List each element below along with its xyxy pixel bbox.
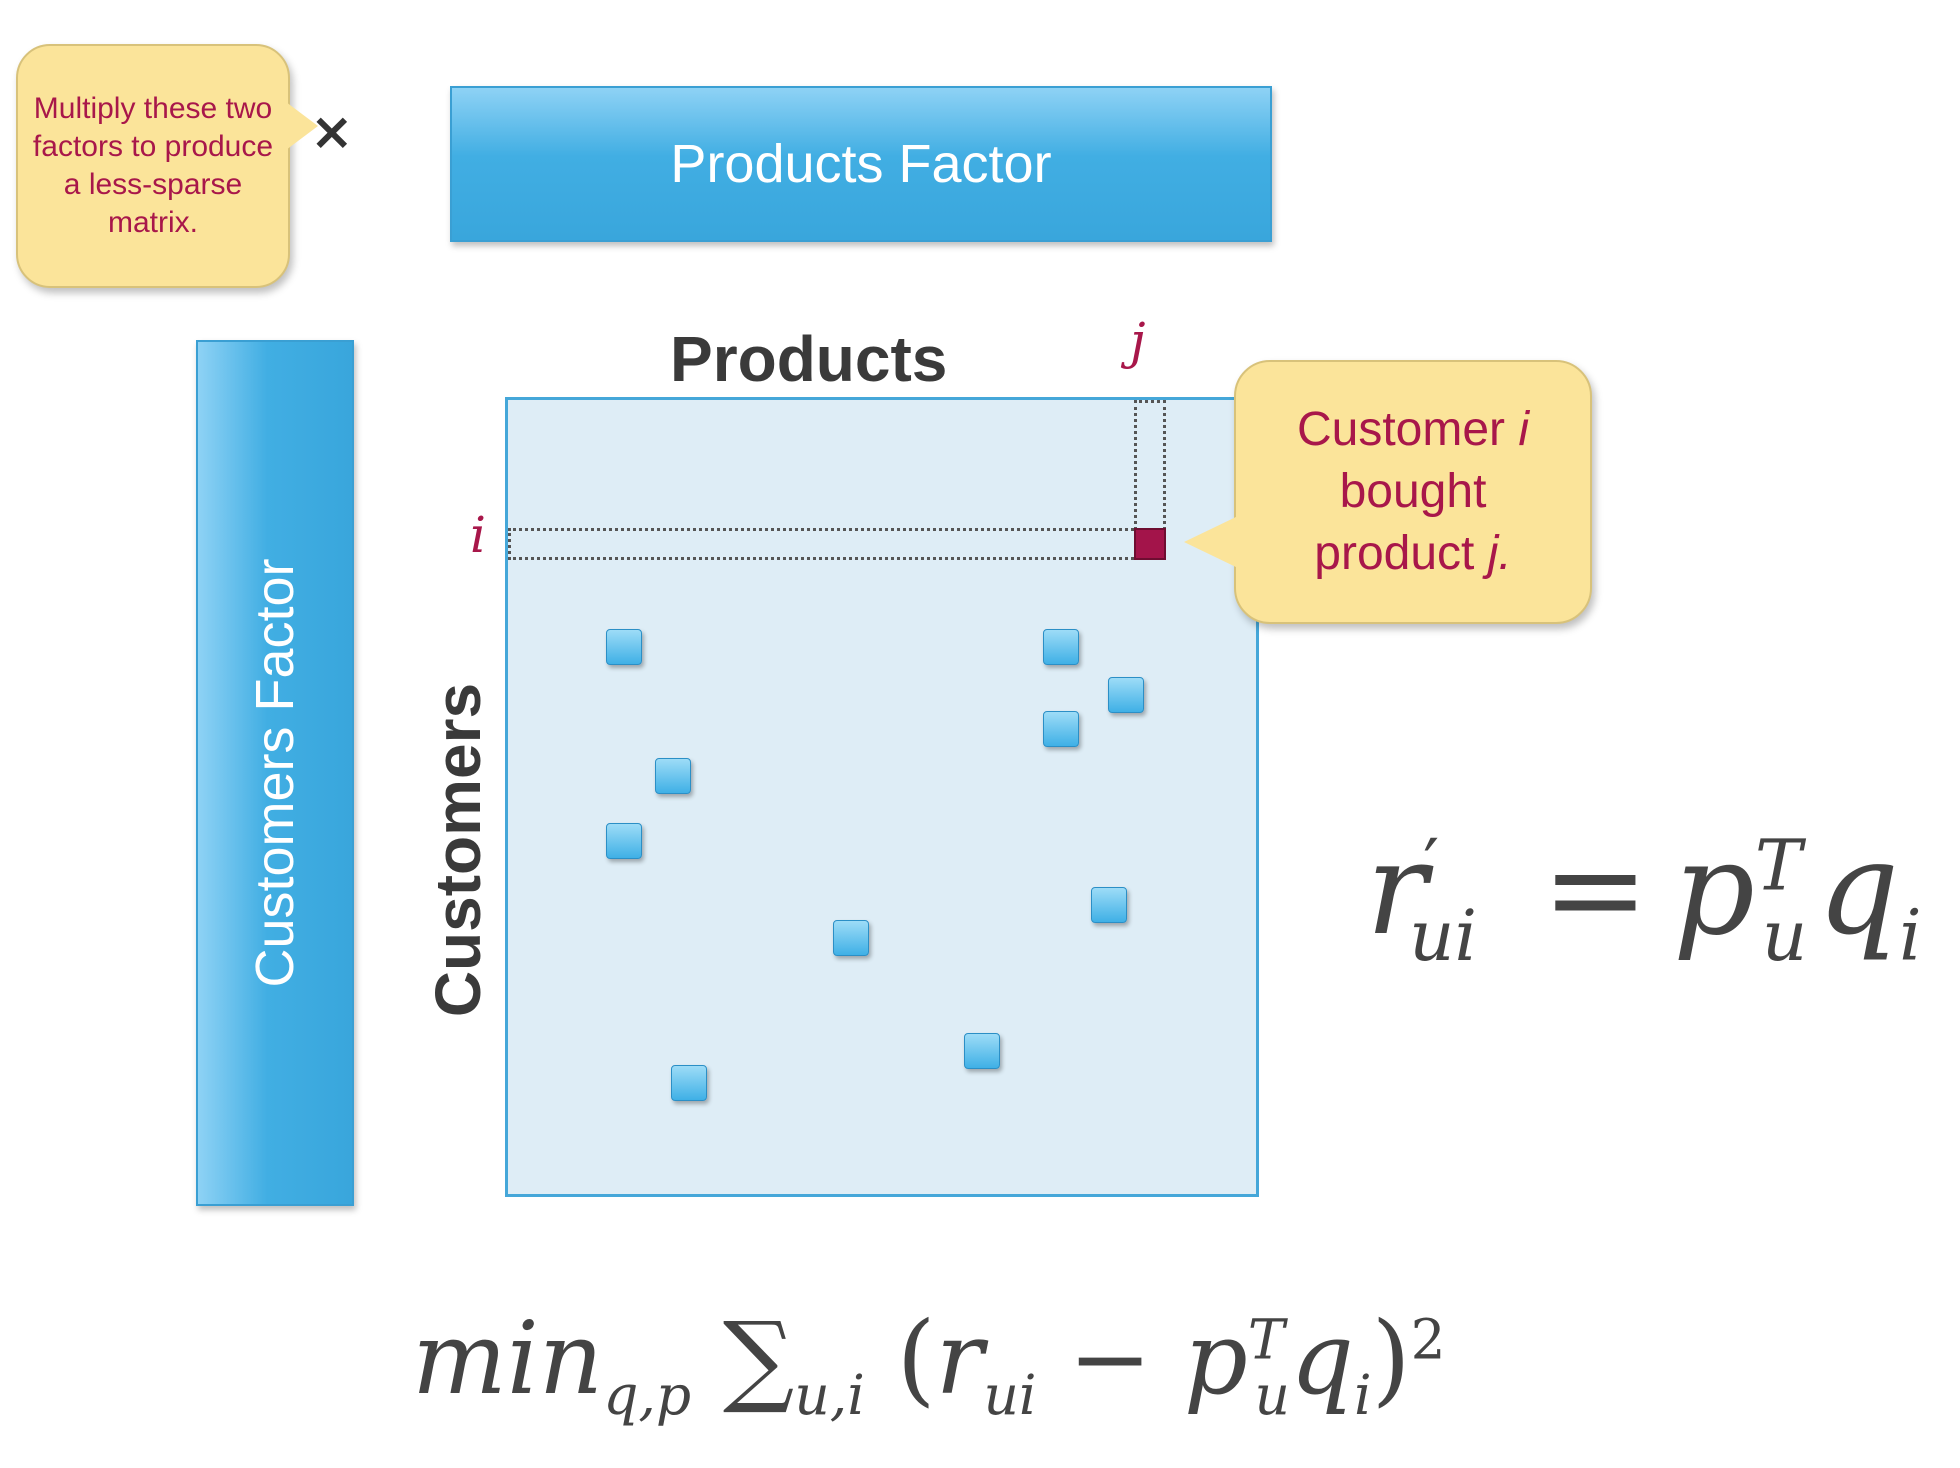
callout-line-2: bought (1339, 465, 1487, 518)
eq-prime: ′ (1423, 824, 1440, 907)
eq-r: r (1366, 815, 1428, 964)
rating-cell (1108, 677, 1144, 713)
rating-cell (655, 758, 691, 794)
loss-sub-ui: u,i (794, 1363, 865, 1427)
loss-min: min (412, 1300, 604, 1417)
instruction-note: Multiply these two factors to produce a … (16, 44, 318, 288)
loss-p: p (1183, 1300, 1248, 1417)
loss-r: r (935, 1300, 984, 1417)
loss-minus: − (1068, 1300, 1153, 1417)
loss-sub-r: ui (983, 1363, 1037, 1427)
loss-sub-u: u (1254, 1363, 1290, 1427)
callout-var-j: j. (1487, 527, 1512, 580)
rating-cell (671, 1065, 707, 1101)
purchase-callout: Customer i bought product j. (1184, 360, 1592, 624)
rating-cell (1043, 629, 1079, 665)
instruction-note-text: Multiply these two factors to produce a … (32, 92, 274, 239)
callout-var-i: i (1518, 403, 1530, 456)
eq-sup-t: T (1754, 824, 1802, 907)
loss-sub-i: i (1354, 1363, 1372, 1427)
callout-line-1-text: Customer (1296, 403, 1519, 456)
rating-cell (606, 823, 642, 859)
loss-sub-qp: q,p (603, 1363, 692, 1427)
callout-line-3: product j. (1314, 523, 1511, 585)
loss-sup-t: T (1247, 1307, 1285, 1372)
callout-line-3-text: product (1314, 527, 1488, 580)
products-factor-label: Products Factor (670, 134, 1052, 194)
rating-cell (964, 1033, 1000, 1069)
loss-close-paren: ) (1371, 1300, 1411, 1417)
eq-sub-u: u (1761, 894, 1808, 977)
eq-sub-ui: ui (1409, 894, 1478, 977)
column-index-j: j (1130, 312, 1146, 370)
rating-cell (1091, 887, 1127, 923)
rating-cell (1043, 711, 1079, 747)
rating-cell (606, 629, 642, 665)
loss-sum: ∑ (722, 1300, 795, 1417)
column-guide (1134, 400, 1166, 530)
eq-sub-i: i (1899, 894, 1922, 977)
products-factor-bar: Products Factor (450, 86, 1272, 242)
customers-axis-label: Customers (422, 682, 494, 1018)
highlighted-rating-cell (1134, 528, 1166, 560)
loss-equation: minq,p ∑u,i (rui − pTuqi)2 (412, 1300, 1446, 1427)
products-axis-label: Products (670, 323, 948, 395)
customers-factor-label: Customers Factor (245, 558, 305, 988)
purchase-callout-pointer (1184, 516, 1238, 568)
eq-q: q (1817, 815, 1900, 964)
customers-factor-bar: Customers Factor (196, 340, 354, 1206)
prediction-equation: r′ui =pTuqi (1366, 815, 1922, 977)
loss-sup-2: 2 (1410, 1307, 1446, 1372)
rating-cell (833, 920, 869, 956)
callout-line-1: Customer i (1297, 399, 1529, 461)
eq-equals: = (1541, 815, 1649, 964)
row-guide (508, 528, 1140, 560)
multiply-icon: × (310, 102, 354, 162)
instruction-note-pointer (286, 102, 318, 150)
eq-p: p (1672, 815, 1755, 964)
loss-q: q (1289, 1300, 1354, 1417)
row-index-i: i (470, 506, 486, 564)
loss-open-paren: ( (896, 1300, 936, 1417)
